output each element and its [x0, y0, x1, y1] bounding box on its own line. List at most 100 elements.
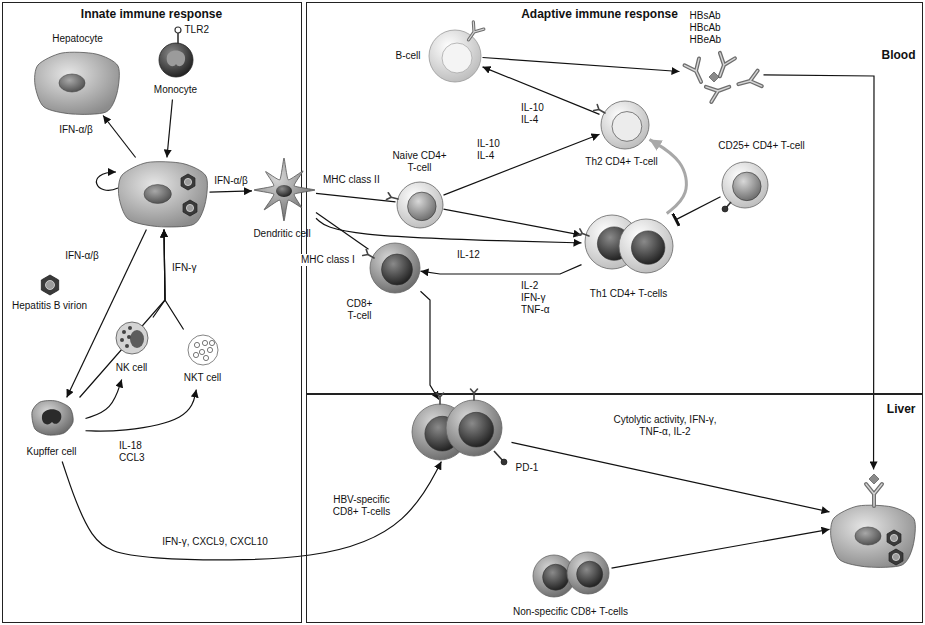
t-cell-nucleus	[458, 412, 493, 447]
panel-heading: Blood	[882, 48, 916, 62]
arrow-connector	[86, 380, 122, 419]
granule	[209, 340, 214, 345]
adaptive-panel: B-cell HBsAb HBcAb HBeAbNaive CD4+ T-cell…	[306, 2, 923, 394]
antibody	[736, 70, 761, 91]
virion-capsid	[41, 275, 58, 295]
nkt-cell-figure	[188, 335, 218, 365]
cd25-cd4-t-cell: CD25+ CD4+ T-cell	[721, 161, 769, 209]
cell-label: Kupffer cell	[27, 446, 77, 458]
autocrine-loop	[96, 172, 118, 190]
panel-heading: Adaptive immune response	[521, 7, 678, 21]
receptor-label: MHC class II	[322, 174, 381, 186]
t-cell-receptor	[362, 249, 375, 261]
edge-label: IFN-α/β	[58, 124, 94, 136]
kupffer-nucleus	[41, 409, 60, 424]
virion-core	[892, 553, 899, 560]
t-cell-receptor	[386, 192, 398, 202]
arrow-connector	[210, 191, 253, 192]
non-specific-cd8-t-cells-figure	[533, 552, 609, 597]
cell-label: NK cell	[116, 362, 148, 374]
arrow-connector	[512, 442, 830, 512]
receptor-label: MHC class I	[300, 254, 356, 266]
dendritic-cell-drawing	[252, 158, 316, 222]
t-cell-body	[370, 243, 420, 293]
antigen	[869, 474, 879, 484]
target-hepatocyte	[830, 470, 918, 574]
antibody-outline	[736, 70, 761, 91]
t-cell-body	[446, 400, 502, 456]
cell-label: Th2 CD4+ T-cell	[585, 156, 657, 168]
target-hepatocyte-figure	[830, 505, 915, 567]
t-cell-body	[567, 552, 609, 594]
panel-heading: Liver	[887, 402, 916, 416]
arrow-connector	[444, 134, 600, 195]
antibody-highlight	[705, 79, 731, 102]
hepatocyte-drawing	[34, 50, 122, 116]
b-cell: B-cell	[427, 28, 483, 84]
antibody-highlight	[736, 70, 761, 91]
tlr2-receptor	[175, 27, 181, 33]
monocyte-nucleus	[166, 50, 184, 66]
hepatocyte-body	[34, 52, 119, 114]
t-cell-receptor	[470, 389, 477, 400]
cd8-t-cell-drawing	[369, 242, 421, 294]
b-cell-drawing	[427, 28, 483, 84]
hbv-specific-cd8-t-cells-figure	[412, 389, 507, 465]
nkt-cell: NKT cell	[176, 330, 230, 390]
virion-core	[184, 178, 191, 185]
monocyte: TLR2Monocyte	[150, 36, 202, 100]
kupffer-cell-figure	[31, 400, 72, 435]
th2-cd4-t-cell-drawing	[600, 100, 650, 150]
granule	[193, 352, 198, 357]
cell-label: HBV-specific CD8+ T-cells	[326, 494, 398, 518]
hepatocyte-body	[830, 505, 915, 567]
granule	[202, 340, 207, 345]
virion-capsid	[887, 530, 901, 546]
arrow-connector	[421, 291, 439, 399]
virion-capsid	[183, 200, 197, 216]
antibody	[866, 484, 882, 506]
nk-cell: NK cell	[108, 318, 156, 380]
target-hepatocyte-figure	[830, 474, 915, 567]
arrow-connector	[153, 230, 165, 318]
target-hepatocyte-drawing	[830, 470, 918, 574]
arrow-connector	[316, 218, 582, 243]
antibodies: HBsAb HBcAb HBeAb	[680, 50, 764, 100]
edge-label: IL-10 IL-4	[520, 102, 552, 126]
cell-label: Naive CD4+ T-cell	[388, 150, 452, 174]
hbv-specific-cd8-t-cells-drawing	[404, 400, 512, 462]
cell-label: Dendritic cell	[253, 228, 310, 240]
granule	[203, 355, 208, 360]
pd1-receptor	[501, 459, 507, 465]
t-cell-nucleus	[612, 111, 642, 141]
t-cell-body	[601, 101, 649, 149]
cd25-receptor	[722, 206, 728, 212]
antibody-highlight	[463, 21, 484, 43]
t-cell-body	[722, 162, 768, 208]
antibody-outline	[463, 21, 484, 43]
cd25-cd4-t-cell-figure	[722, 162, 768, 212]
dendritic-cell-body	[254, 158, 315, 221]
t-cell-nucleus	[732, 172, 761, 201]
cd8-t-cell-figure	[362, 243, 419, 293]
arrow-connector	[62, 462, 441, 560]
antibody	[463, 21, 484, 43]
b-cell-body	[429, 30, 481, 82]
nk-cell-figure	[116, 322, 148, 354]
cell-nucleus	[59, 74, 85, 92]
edge-label: IL-18 CCL3	[118, 440, 150, 464]
non-specific-cd8-t-cells-drawing	[530, 552, 612, 600]
cell-label: NKT cell	[184, 372, 222, 384]
infected-hepatocyte-drawing	[118, 158, 210, 230]
antibody-outline	[866, 484, 882, 506]
cell-nucleus	[855, 527, 881, 545]
cell-label: HBsAb HBcAb HBeAb	[690, 10, 730, 46]
t-cell-receptor	[577, 228, 590, 238]
th1-cd4-t-cells: Th1 CD4+ T-cells	[582, 214, 676, 275]
tlr2-stem	[177, 33, 179, 44]
kupffer-body	[31, 400, 72, 435]
arrow-connector	[483, 57, 680, 71]
dendritic-cell-figure	[254, 158, 315, 221]
